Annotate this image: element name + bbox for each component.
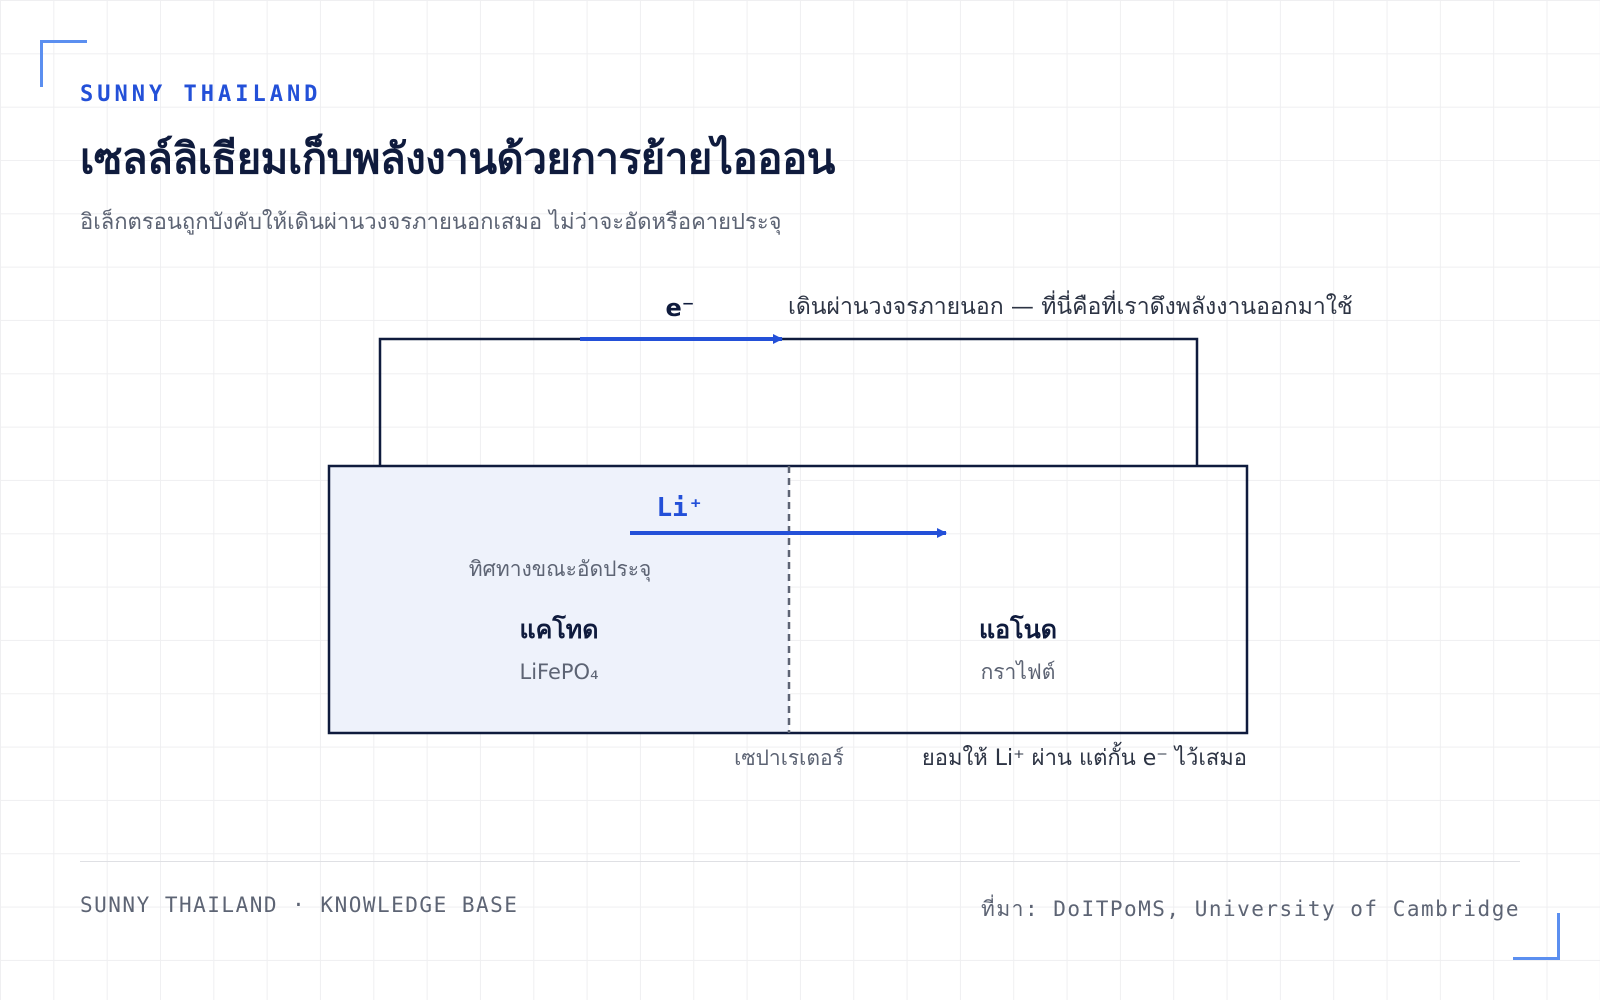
footer-source: ที่มา: DoITPoMS, University of Cambridge <box>981 897 1520 921</box>
footer-brand: SUNNY THAILAND · KNOWLEDGE BASE <box>80 893 519 917</box>
electron-label: e⁻ <box>666 294 695 322</box>
page-title: เซลล์ลิเธียมเก็บพลังงานด้วยการย้ายไอออน <box>80 134 835 183</box>
anode-material: กราไฟต์ <box>981 660 1056 684</box>
separator-note: ยอมให้ Li⁺ ผ่าน แต่กั้น e⁻ ไว้เสมอ <box>922 742 1247 771</box>
footer-divider <box>80 861 1520 862</box>
corner-bracket-top-left <box>40 40 87 87</box>
charging-direction-note: ทิศทางขณะอัดประจุ <box>469 557 652 582</box>
anode-label: แอโนด <box>979 614 1057 644</box>
brand-label: SUNNY THAILAND <box>80 82 322 107</box>
electron-path-note: เดินผ่านวงจรภายนอก — ที่นี่คือที่เราดึงพ… <box>788 290 1353 320</box>
external-circuit-wire <box>378 337 1199 466</box>
corner-bracket-bottom-right <box>1513 913 1560 960</box>
cathode-material: LiFePO₄ <box>520 660 599 684</box>
cathode-region <box>329 466 789 733</box>
page-subtitle: อิเล็กตรอนถูกบังคับให้เดินผ่านวงจรภายนอก… <box>80 210 782 235</box>
separator-label: เซปาเรเตอร์ <box>734 746 844 770</box>
lithium-ion-label: Li⁺ <box>657 493 704 523</box>
cathode-label: แคโทด <box>520 614 599 644</box>
